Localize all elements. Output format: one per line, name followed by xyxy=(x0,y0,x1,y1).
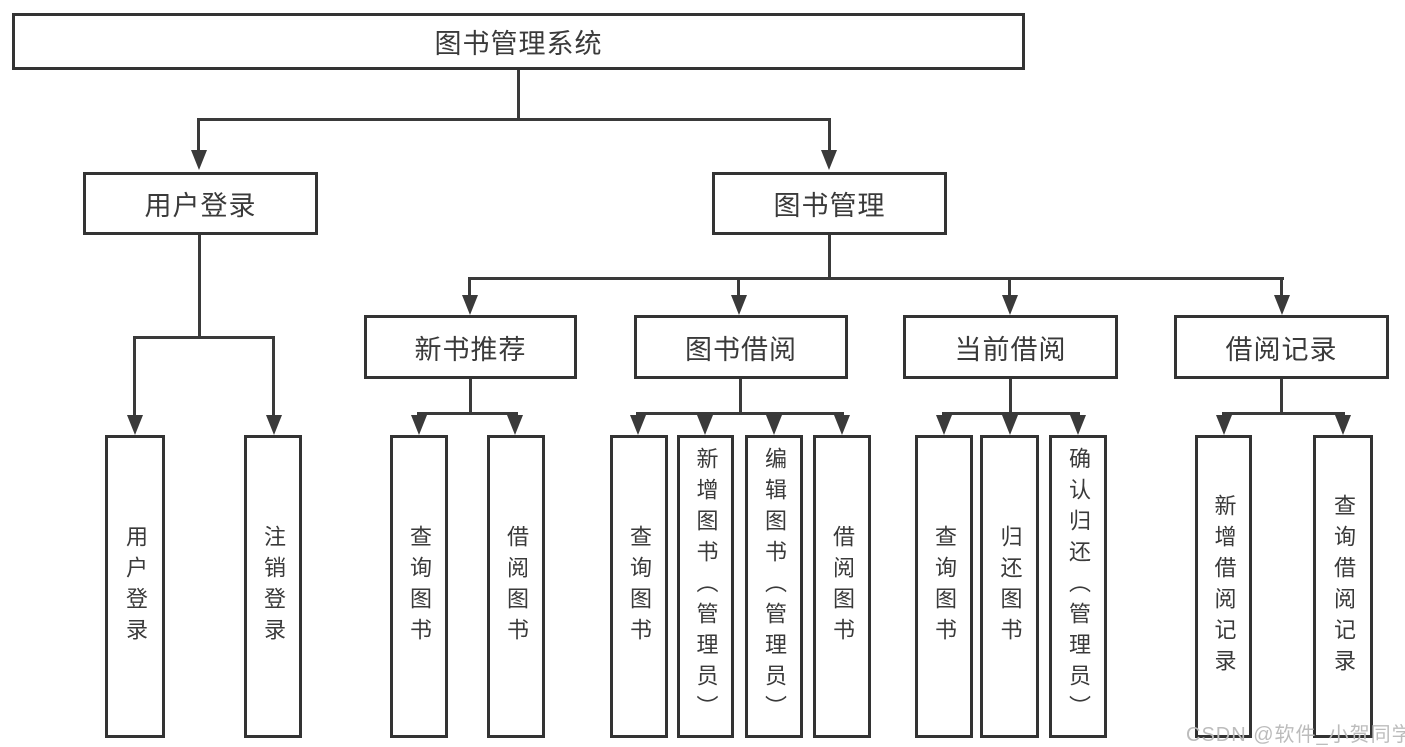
node-borrow-record: 借阅记录 xyxy=(1174,315,1389,379)
arrowhead-down xyxy=(1216,415,1232,435)
node-user-login: 用户登录 xyxy=(83,172,318,235)
node-leaf-confirm-return-admin: 确认归还（管理员） xyxy=(1049,435,1107,738)
connector-line xyxy=(197,118,831,121)
arrowhead-down xyxy=(936,415,952,435)
node-leaf-query-book-3-label: 查询图书 xyxy=(932,524,957,649)
node-leaf-query-book-1: 查询图书 xyxy=(390,435,448,738)
node-leaf-query-book-1-label: 查询图书 xyxy=(407,524,432,649)
arrowhead-down xyxy=(127,415,143,435)
connector-line xyxy=(737,277,740,295)
node-leaf-query-book-2: 查询图书 xyxy=(610,435,668,738)
node-book-management-label: 图书管理 xyxy=(773,191,886,221)
node-user-login-label: 用户登录 xyxy=(144,191,257,221)
connector-line xyxy=(517,70,520,118)
node-current-borrow-label: 当前借阅 xyxy=(954,334,1067,365)
node-leaf-logout: 注销登录 xyxy=(244,435,302,738)
arrowhead-down xyxy=(731,295,747,315)
connector-line xyxy=(739,379,742,412)
node-borrow-record-label: 借阅记录 xyxy=(1225,334,1338,365)
node-leaf-add-book-admin-label: 新增图书（管理员） xyxy=(693,447,719,726)
connector-line xyxy=(1280,379,1283,412)
arrowhead-down xyxy=(1002,415,1018,435)
node-current-borrow: 当前借阅 xyxy=(903,315,1118,379)
arrowhead-down xyxy=(766,415,782,435)
node-leaf-user-login: 用户登录 xyxy=(105,435,165,738)
arrowhead-down xyxy=(821,150,837,170)
arrowhead-down xyxy=(630,415,646,435)
node-leaf-edit-book-admin: 编辑图书（管理员） xyxy=(745,435,803,738)
arrowhead-down xyxy=(507,415,523,435)
connector-line xyxy=(828,118,831,152)
node-leaf-query-book-2-label: 查询图书 xyxy=(627,524,652,649)
arrowhead-down xyxy=(1070,415,1086,435)
node-leaf-add-borrow-record: 新增借阅记录 xyxy=(1195,435,1252,738)
node-leaf-user-login-label: 用户登录 xyxy=(123,524,148,649)
connector-line xyxy=(1008,277,1011,295)
connector-line xyxy=(133,336,275,339)
node-leaf-query-borrow-record: 查询借阅记录 xyxy=(1313,435,1373,738)
node-leaf-return-book: 归还图书 xyxy=(980,435,1039,738)
arrowhead-down xyxy=(266,415,282,435)
arrowhead-down xyxy=(1002,295,1018,315)
node-leaf-borrow-book-2: 借阅图书 xyxy=(813,435,871,738)
node-new-book-recommend-label: 新书推荐 xyxy=(414,334,527,365)
node-new-book-recommend: 新书推荐 xyxy=(364,315,577,379)
node-leaf-add-book-admin: 新增图书（管理员） xyxy=(677,435,734,738)
node-root-system: 图书管理系统 xyxy=(12,13,1025,70)
arrowhead-down xyxy=(1335,415,1351,435)
connector-line xyxy=(942,412,1080,415)
node-leaf-confirm-return-admin-label: 确认归还（管理员） xyxy=(1066,447,1091,726)
connector-line xyxy=(272,336,275,415)
connector-line xyxy=(468,277,471,295)
node-leaf-query-book-3: 查询图书 xyxy=(915,435,973,738)
arrowhead-down xyxy=(834,415,850,435)
node-book-borrow-label: 图书借阅 xyxy=(685,334,797,365)
arrowhead-down xyxy=(697,415,713,435)
node-leaf-query-borrow-record-label: 查询借阅记录 xyxy=(1331,493,1356,680)
arrowhead-down xyxy=(462,295,478,315)
arrowhead-down xyxy=(1274,295,1290,315)
node-leaf-borrow-book-1-label: 借阅图书 xyxy=(504,524,529,649)
connector-line xyxy=(1009,379,1012,412)
csdn-watermark: CSDN @软件_小贺同学 xyxy=(1186,724,1405,746)
node-leaf-logout-label: 注销登录 xyxy=(261,524,286,649)
connector-line xyxy=(133,336,136,415)
connector-line xyxy=(1280,277,1283,295)
connector-line xyxy=(417,412,518,415)
node-leaf-return-book-label: 归还图书 xyxy=(997,524,1023,649)
node-book-borrow: 图书借阅 xyxy=(634,315,848,379)
connector-line xyxy=(828,235,831,277)
connector-line xyxy=(1222,412,1345,415)
node-leaf-add-borrow-record-label: 新增借阅记录 xyxy=(1211,493,1237,680)
connector-line xyxy=(468,277,1284,280)
arrowhead-down xyxy=(411,415,427,435)
node-leaf-borrow-book-1: 借阅图书 xyxy=(487,435,545,738)
node-leaf-borrow-book-2-label: 借阅图书 xyxy=(830,524,855,649)
connector-line xyxy=(198,235,201,336)
node-root-label: 图书管理系统 xyxy=(434,29,603,59)
arrowhead-down xyxy=(191,150,207,170)
connector-line xyxy=(469,379,472,412)
connector-line xyxy=(197,118,200,152)
node-leaf-edit-book-admin-label: 编辑图书（管理员） xyxy=(762,447,787,726)
connector-line xyxy=(636,412,844,415)
node-book-management: 图书管理 xyxy=(712,172,947,235)
